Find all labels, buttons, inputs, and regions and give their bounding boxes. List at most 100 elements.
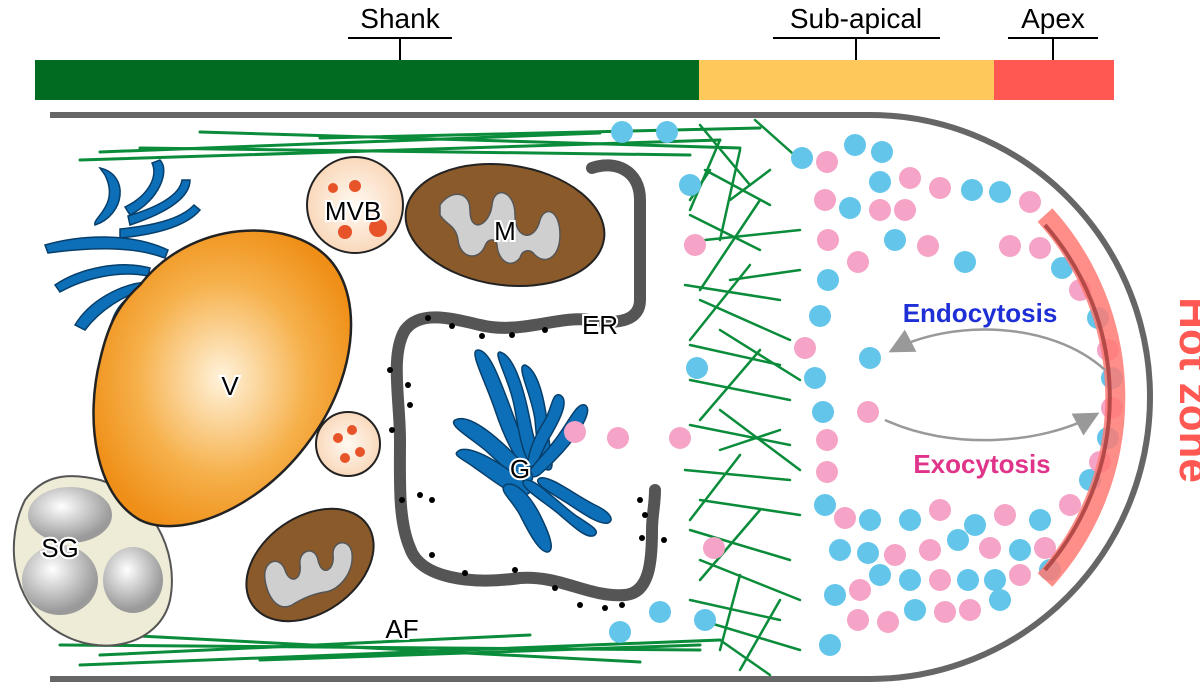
vesicle-pink xyxy=(917,235,939,257)
sub-apical-label: Sub-apical xyxy=(790,3,922,34)
actin-fringe-filament xyxy=(688,598,782,622)
vesicle-pink xyxy=(857,401,879,423)
actin-fringe-filament xyxy=(728,268,802,282)
vesicle-pink xyxy=(979,537,1001,559)
vesicle-blue xyxy=(812,401,834,423)
vesicle-blue xyxy=(869,564,891,586)
endoplasmic-reticulum: ER xyxy=(387,159,667,611)
vesicle-blue xyxy=(857,542,879,564)
actin-fringe-filament xyxy=(698,198,762,292)
actin-fringe-filament xyxy=(688,423,792,447)
vesicle-pink xyxy=(1059,494,1081,516)
vesicle-pink xyxy=(849,579,871,601)
actin-fringe-filament xyxy=(688,138,722,212)
actin-fringe-filament xyxy=(688,528,792,562)
vesicle-pink xyxy=(817,229,839,251)
vesicle-pink xyxy=(1009,564,1031,586)
vacuole-label: V xyxy=(221,371,239,401)
mitochondrion-label: M xyxy=(494,216,516,246)
vesicle-blue xyxy=(791,147,813,169)
vesicle-blue xyxy=(839,197,861,219)
transport-arrows xyxy=(884,328,1106,442)
af-label: AF xyxy=(385,614,418,644)
vesicle-blue xyxy=(871,141,893,163)
sg-label: SG xyxy=(41,533,79,563)
endocytosis-label: Endocytosis xyxy=(903,298,1058,328)
vesicle-pink xyxy=(847,251,869,273)
vesicle-blue xyxy=(814,494,836,516)
vesicle-blue xyxy=(649,601,671,623)
vesicle-pink xyxy=(703,537,725,559)
vacuole: V xyxy=(92,229,353,528)
vesicle-blue xyxy=(844,134,866,156)
actin-filaments xyxy=(58,126,762,667)
vesicle-pink xyxy=(816,151,838,173)
vesicle-pink xyxy=(834,507,856,529)
vesicle-blue xyxy=(1051,257,1073,279)
actin-fringe-filament xyxy=(738,598,782,672)
actin-fringe-filament xyxy=(698,348,762,422)
mvb-small xyxy=(315,411,381,477)
vesicle-pink xyxy=(899,167,921,189)
endocytosis-arrow xyxy=(888,328,1106,371)
vesicle-pink xyxy=(929,177,951,199)
vesicle-pink xyxy=(1019,191,1041,213)
exocytosis-label: Exocytosis xyxy=(913,449,1050,479)
vesicle-pink xyxy=(959,599,981,621)
vesicle-pink xyxy=(884,544,906,566)
golgi-label: G xyxy=(510,454,530,484)
vesicle-pink xyxy=(607,427,629,449)
vesicle-blue xyxy=(954,251,976,273)
shank-label: Shank xyxy=(360,3,440,34)
actin-fringe-filament xyxy=(698,298,792,342)
vesicle-pink xyxy=(1029,237,1051,259)
vesicle-blue xyxy=(679,174,701,196)
er-label: ER xyxy=(582,310,618,340)
vesicle-blue xyxy=(817,269,839,291)
vesicle-blue xyxy=(694,609,716,631)
exocytosis-arrow xyxy=(884,412,1100,442)
actin-fringe-filament xyxy=(688,378,792,402)
zone-bar: Shank Sub-apical Apex xyxy=(35,3,1114,100)
actin-fringe-filament xyxy=(718,638,772,677)
mitochondrion-large: M xyxy=(404,162,606,288)
actin-fringe-filament xyxy=(718,428,782,452)
vesicle-blue xyxy=(899,569,921,591)
apex-label: Apex xyxy=(1021,3,1085,34)
mvb-large: MVB xyxy=(306,156,404,254)
actin-fringe-filament xyxy=(688,213,762,252)
vesicle-blue xyxy=(957,569,979,591)
vesicle-pink xyxy=(794,337,816,359)
apex-bar xyxy=(994,60,1114,100)
vesicle-pink xyxy=(564,421,586,443)
vesicle-pink xyxy=(877,611,899,633)
starch-granule: SG xyxy=(12,475,173,647)
actin-fringe-filament xyxy=(698,618,802,652)
vesicle-pink xyxy=(684,234,706,256)
actin-fringe-filament xyxy=(718,408,802,472)
hot-zone-arc xyxy=(1037,208,1126,587)
vesicle-blue xyxy=(804,367,826,389)
vesicle-blue xyxy=(989,589,1011,611)
actin-fringe-filament xyxy=(698,508,762,582)
golgi-center: G xyxy=(452,349,612,553)
vesicle-pink xyxy=(919,539,941,561)
vesicle-blue xyxy=(656,121,678,143)
vesicle-pink xyxy=(814,189,836,211)
actin-fringe-filament xyxy=(703,228,802,242)
vesicle-blue xyxy=(899,509,921,531)
actin-fringe-filament xyxy=(698,498,802,517)
vesicle-blue xyxy=(947,529,969,551)
actin-fringe-filament xyxy=(718,573,742,652)
shank-bar xyxy=(35,60,699,100)
vesicle-blue xyxy=(904,599,926,621)
actin-fringe-filament xyxy=(728,168,772,202)
mvb-label: MVB xyxy=(325,196,381,226)
vesicle-pink xyxy=(816,461,838,483)
vesicle-pink xyxy=(994,504,1016,526)
actin-fringe xyxy=(683,118,802,677)
actin-fringe-filament xyxy=(698,123,752,187)
vesicle-blue xyxy=(829,539,851,561)
vesicle-blue xyxy=(686,357,708,379)
